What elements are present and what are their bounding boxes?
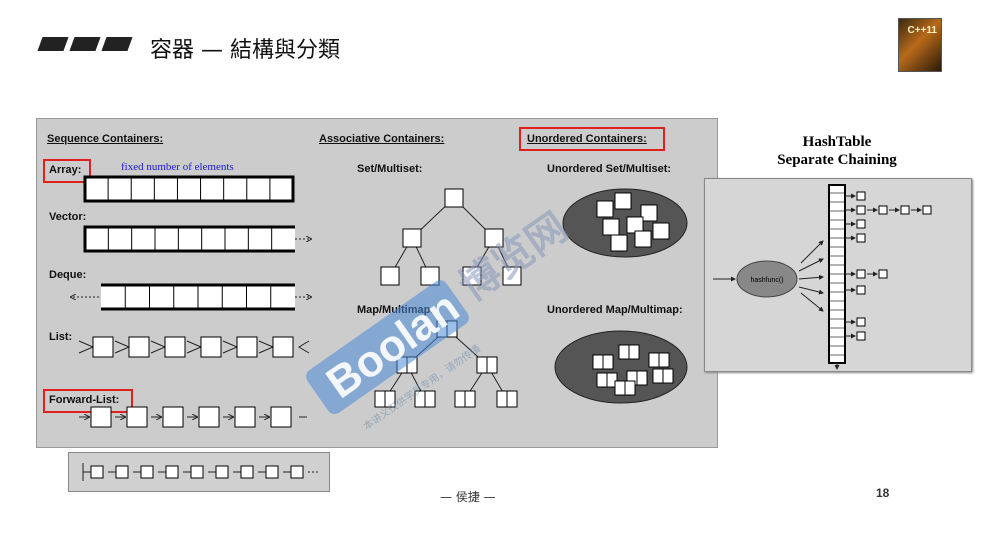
unordered-map-diagram bbox=[554, 330, 688, 404]
containers-panel: Sequence Containers: Associative Contain… bbox=[36, 118, 718, 448]
forward-list-label: Forward-List: bbox=[49, 394, 120, 406]
containers-diagram bbox=[37, 175, 688, 428]
forward-list-highlight bbox=[43, 389, 133, 413]
page-number: 18 bbox=[876, 486, 890, 500]
hashtable-diagram: hashfunc() bbox=[713, 184, 932, 370]
array-diagram bbox=[83, 175, 295, 203]
array-note: fixed number of elements bbox=[121, 161, 234, 173]
hashfunc-label: hashfunc() bbox=[750, 277, 783, 284]
title-decoration bbox=[37, 37, 140, 51]
sequence-heading: Sequence Containers: bbox=[47, 133, 164, 145]
set-label: Set/Multiset: bbox=[357, 163, 423, 175]
unordered-set-label: Unordered Set/Multiset: bbox=[547, 163, 672, 175]
book-cover-image: C++11 bbox=[898, 18, 942, 72]
footer-author: — 侯捷 — bbox=[440, 490, 496, 504]
list-label: List: bbox=[49, 331, 73, 343]
forward-list-strip bbox=[68, 452, 330, 492]
deque-label: Deque: bbox=[49, 269, 87, 281]
array-label: Array: bbox=[49, 164, 82, 176]
deque-diagram bbox=[71, 283, 311, 311]
list-diagram bbox=[78, 336, 310, 358]
hashtable-panel: hashfunc() bbox=[704, 178, 972, 372]
unordered-set-diagram bbox=[562, 188, 688, 258]
associative-heading: Associative Containers: bbox=[319, 133, 445, 145]
unordered-heading: Unordered Containers: bbox=[527, 133, 647, 145]
vector-diagram bbox=[83, 225, 311, 253]
unordered-map-label: Unordered Map/Multimap: bbox=[547, 304, 683, 316]
set-tree-diagram bbox=[380, 188, 522, 286]
hashtable-title: HashTable Separate Chaining bbox=[777, 134, 897, 168]
vector-label: Vector: bbox=[49, 211, 87, 223]
map-tree-diagram bbox=[374, 320, 518, 408]
forward-list-diagram bbox=[79, 406, 307, 428]
unordered-highlight bbox=[519, 127, 665, 151]
page-title: 容器 — 結構與分類 bbox=[150, 38, 340, 63]
array-highlight bbox=[43, 159, 91, 183]
